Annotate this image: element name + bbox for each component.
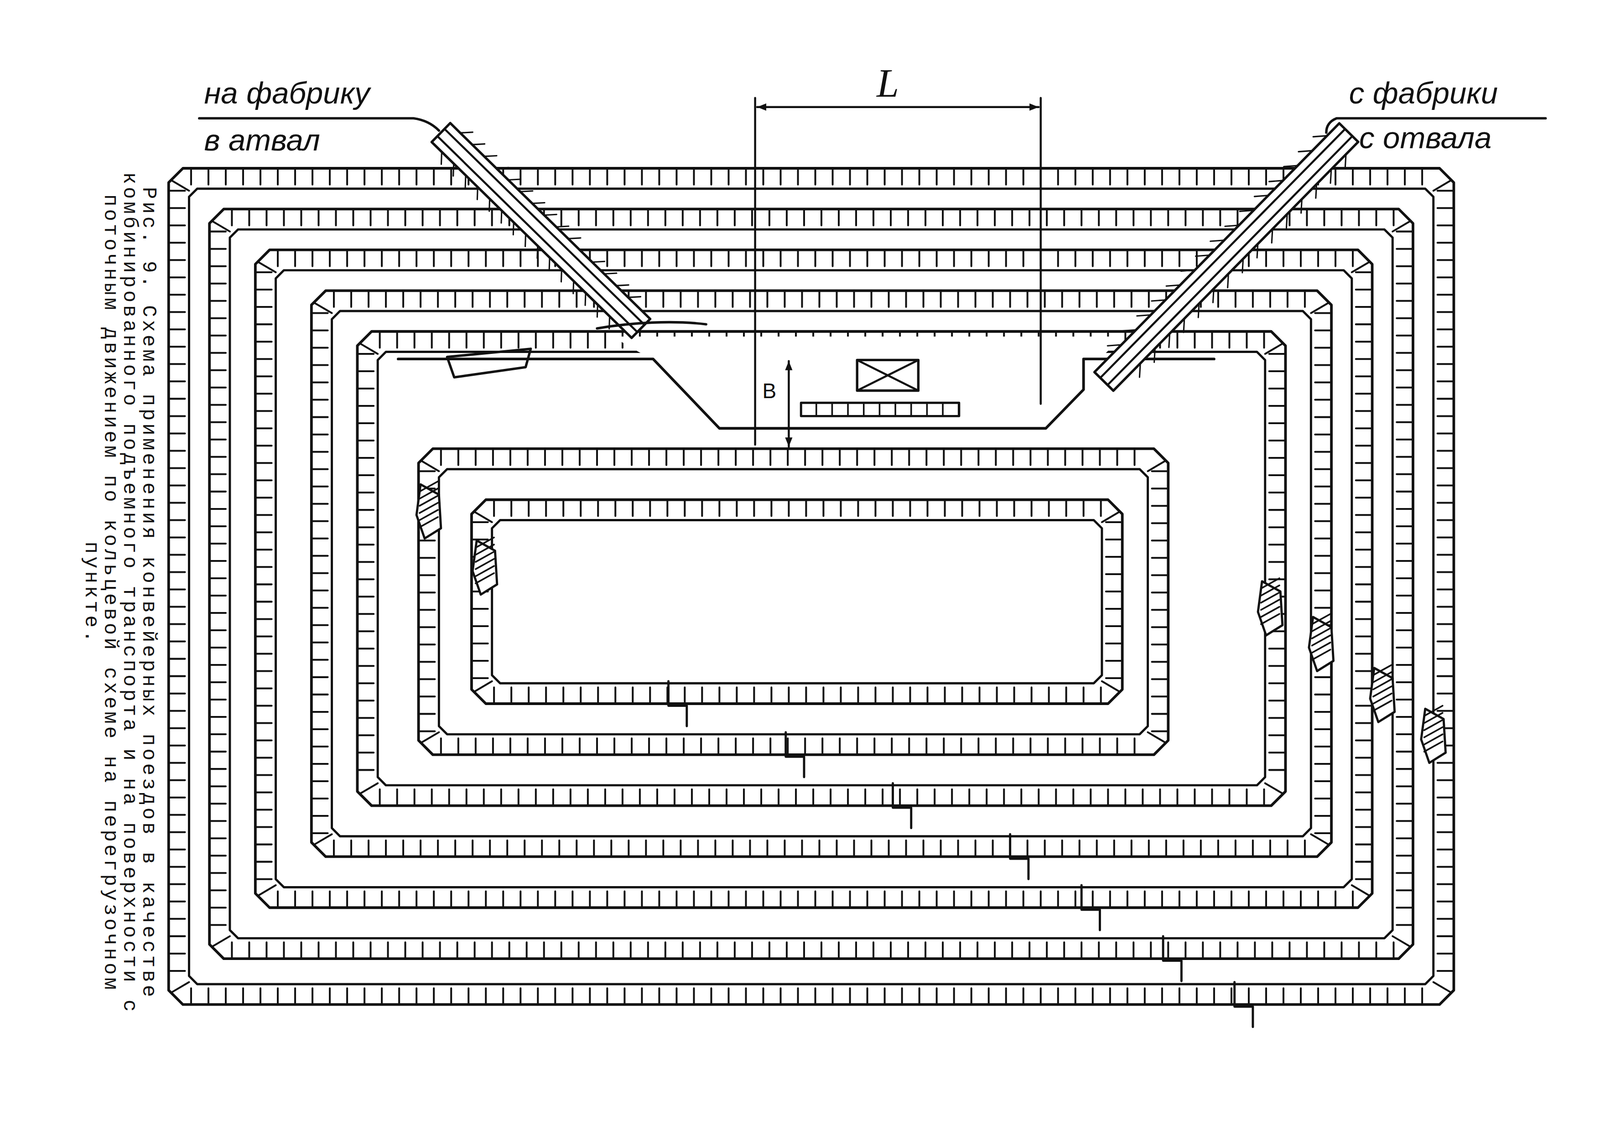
- ramp-patch: [1309, 617, 1334, 672]
- ramp-patch: [416, 484, 442, 539]
- bench-hatch: [418, 448, 1169, 755]
- transfer-cross: [857, 359, 919, 391]
- ramp-step: [785, 732, 805, 778]
- bench-hatch: [471, 499, 1123, 704]
- ramp-patch: [472, 540, 498, 595]
- source-label: с отвала: [1359, 122, 1492, 153]
- ramp-step: [1081, 885, 1100, 930]
- destination-label: на фабрику: [203, 77, 370, 109]
- right-conveyor: [1094, 123, 1359, 391]
- discharge-lip: [597, 322, 707, 329]
- bench-hatch: [311, 290, 1332, 857]
- bench-hatch: [357, 331, 1286, 806]
- bench-crest: [168, 168, 1455, 1005]
- bench-toe: [229, 229, 1393, 939]
- figure-caption: Рис. 9. Схема применения конвейерных пое…: [81, 171, 159, 1016]
- dimension-line: [757, 106, 1039, 109]
- bench-crest: [209, 208, 1413, 959]
- bench-hatch: [255, 249, 1373, 908]
- left-conveyor-rail: [444, 129, 645, 325]
- source-label: с фабрики: [1349, 77, 1498, 109]
- ramp-hatch: [475, 537, 494, 584]
- ramp-step: [892, 783, 911, 828]
- bench-toe: [275, 270, 1352, 888]
- dimension-line: [787, 361, 790, 447]
- right-conveyor-hatch: [1107, 135, 1346, 378]
- right-conveyor-rail: [1100, 129, 1346, 379]
- bench-crest: [357, 331, 1286, 806]
- ramp-step: [1234, 982, 1253, 1028]
- ramp-hatch: [419, 481, 438, 528]
- bench-toe: [377, 352, 1266, 786]
- left-conveyor: [431, 123, 650, 338]
- train-cars: [816, 402, 959, 416]
- ramp-hatch: [1373, 664, 1392, 712]
- dimension-extension: [755, 98, 1041, 445]
- bench-toe: [188, 188, 1434, 985]
- dimension-label: L: [876, 63, 899, 104]
- ramp-step: [1163, 936, 1182, 982]
- ramp-hatch: [1424, 705, 1443, 752]
- ramp-hatch: [1312, 613, 1331, 660]
- bench-hatch: [209, 208, 1413, 959]
- ramp-patch: [1370, 668, 1395, 723]
- left-conveyor-rail: [437, 136, 638, 333]
- bench-toe: [492, 519, 1102, 684]
- bench-toe: [332, 311, 1312, 837]
- dimension-label: В: [760, 379, 779, 403]
- bench-crest: [255, 249, 1373, 908]
- transfer-box: [857, 359, 919, 391]
- left-conveyor-hatch: [441, 132, 641, 329]
- bench-toe: [438, 469, 1148, 735]
- ramp-patch: [1257, 581, 1283, 636]
- bench-crest: [311, 290, 1332, 857]
- ramp-step: [1010, 834, 1029, 879]
- hopper: [446, 348, 531, 378]
- conveyor-train: [800, 402, 960, 416]
- bench-hatch: [168, 168, 1455, 1005]
- bench-crest: [418, 448, 1169, 755]
- loading-track: [398, 358, 1215, 429]
- benches: [168, 98, 1546, 1028]
- destination-label: в атвал: [203, 124, 320, 156]
- ramp-step: [668, 681, 687, 727]
- ramp-hatch: [1261, 578, 1280, 625]
- ramp-patch: [1421, 708, 1446, 764]
- bench-crest: [471, 499, 1123, 704]
- loading-ground: [612, 336, 1123, 437]
- right-conveyor-rail: [1107, 136, 1353, 386]
